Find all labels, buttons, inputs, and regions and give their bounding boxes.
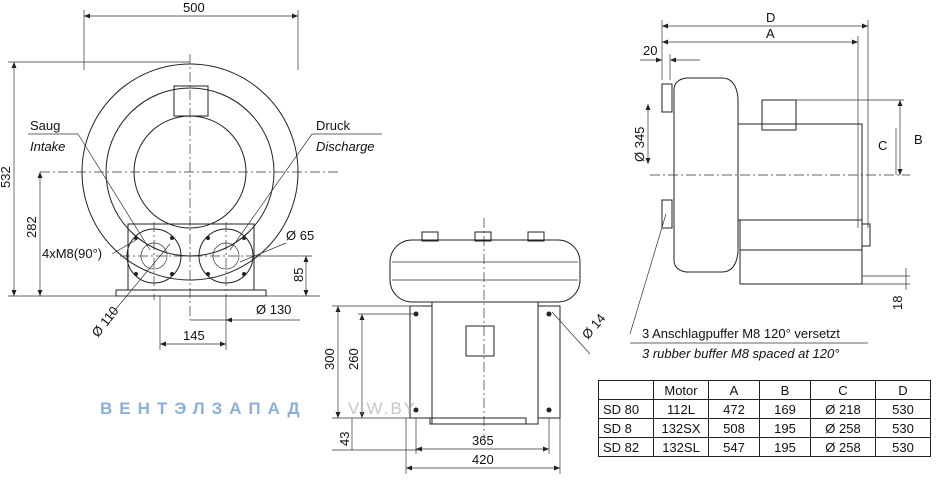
front-view: 500 532 282 [0, 0, 382, 350]
table-cell: 132SX [653, 418, 709, 438]
note-de: 3 Anschlagpuffer M8 120° versetzt [642, 326, 840, 341]
dim-365: 365 [472, 433, 494, 448]
dim-C: C [878, 138, 887, 153]
label-flange-diameter: Ø 110 [89, 303, 122, 339]
dim-85: 85 [291, 268, 306, 282]
label-intake: Intake [30, 139, 65, 154]
dim-D: D [766, 10, 775, 25]
table-row: SD 8 132SX 508 195 Ø 258 530 [598, 418, 931, 438]
label-druck: Druck [316, 118, 350, 133]
dim-A: A [766, 26, 775, 41]
dim-420: 420 [472, 452, 494, 467]
label-port-diameter: Ø 65 [286, 228, 314, 243]
dim-500: 500 [183, 0, 205, 15]
dim-20: 20 [643, 43, 657, 58]
table-cell: 530 [875, 437, 931, 457]
table-cell: Ø 258 [810, 437, 876, 457]
note-en: 3 rubber buffer M8 spaced at 120° [642, 346, 839, 361]
table-cell: SD 80 [598, 399, 654, 419]
table-cell: 195 [759, 437, 811, 457]
label-bolts: 4xM8(90°) [42, 246, 102, 261]
table-header-cell: A [708, 380, 760, 400]
table-header-cell: D [875, 380, 931, 400]
table-cell: Ø 218 [810, 399, 876, 419]
side-view: D A 20 Ø 345 B [629, 10, 923, 361]
table-row: SD 80 112L 472 169 Ø 218 530 [598, 399, 931, 419]
label-discharge: Discharge [316, 139, 375, 154]
table-cell: 169 [759, 399, 811, 419]
dim-260: 260 [346, 348, 361, 370]
table-cell: SD 82 [598, 437, 654, 457]
label-base-width: Ø 130 [256, 302, 291, 317]
table-cell: 530 [875, 418, 931, 438]
table-cell: 195 [759, 418, 811, 438]
table-cell: 508 [708, 418, 760, 438]
label-saug: Saug [30, 118, 60, 133]
dim-300: 300 [322, 348, 337, 370]
dim-532: 532 [0, 166, 13, 188]
table-cell: 132SL [653, 437, 709, 457]
table-cell: 112L [653, 399, 709, 419]
table-cell: SD 8 [598, 418, 654, 438]
watermark-brand: ВЕНТЭЛЗАПАД [100, 399, 307, 418]
table-header-cell: Motor [653, 380, 709, 400]
center-view: 300 260 43 365 420 Ø 14 [322, 218, 608, 474]
watermark-domain: V.W.BY [348, 399, 417, 418]
table-row: SD 82 132SL 547 195 Ø 258 530 [598, 437, 931, 457]
table-header-row: Motor A B C D [598, 380, 931, 400]
table-cell: Ø 258 [810, 418, 876, 438]
table-cell: 472 [708, 399, 760, 419]
dim-18: 18 [890, 296, 905, 310]
label-housing-diameter: Ø 345 [632, 127, 647, 162]
table-header-cell [598, 380, 654, 400]
table-header-cell: B [759, 380, 811, 400]
dim-282: 282 [24, 216, 39, 238]
dim-B: B [914, 132, 923, 147]
table-cell: 547 [708, 437, 760, 457]
label-hole-diameter: Ø 14 [579, 311, 609, 342]
dim-43: 43 [337, 432, 352, 446]
table-header-cell: C [810, 380, 876, 400]
table-cell: 530 [875, 399, 931, 419]
dim-145: 145 [183, 328, 205, 343]
specs-table: Motor A B C D SD 80 112L 472 169 Ø 218 5… [598, 380, 931, 457]
